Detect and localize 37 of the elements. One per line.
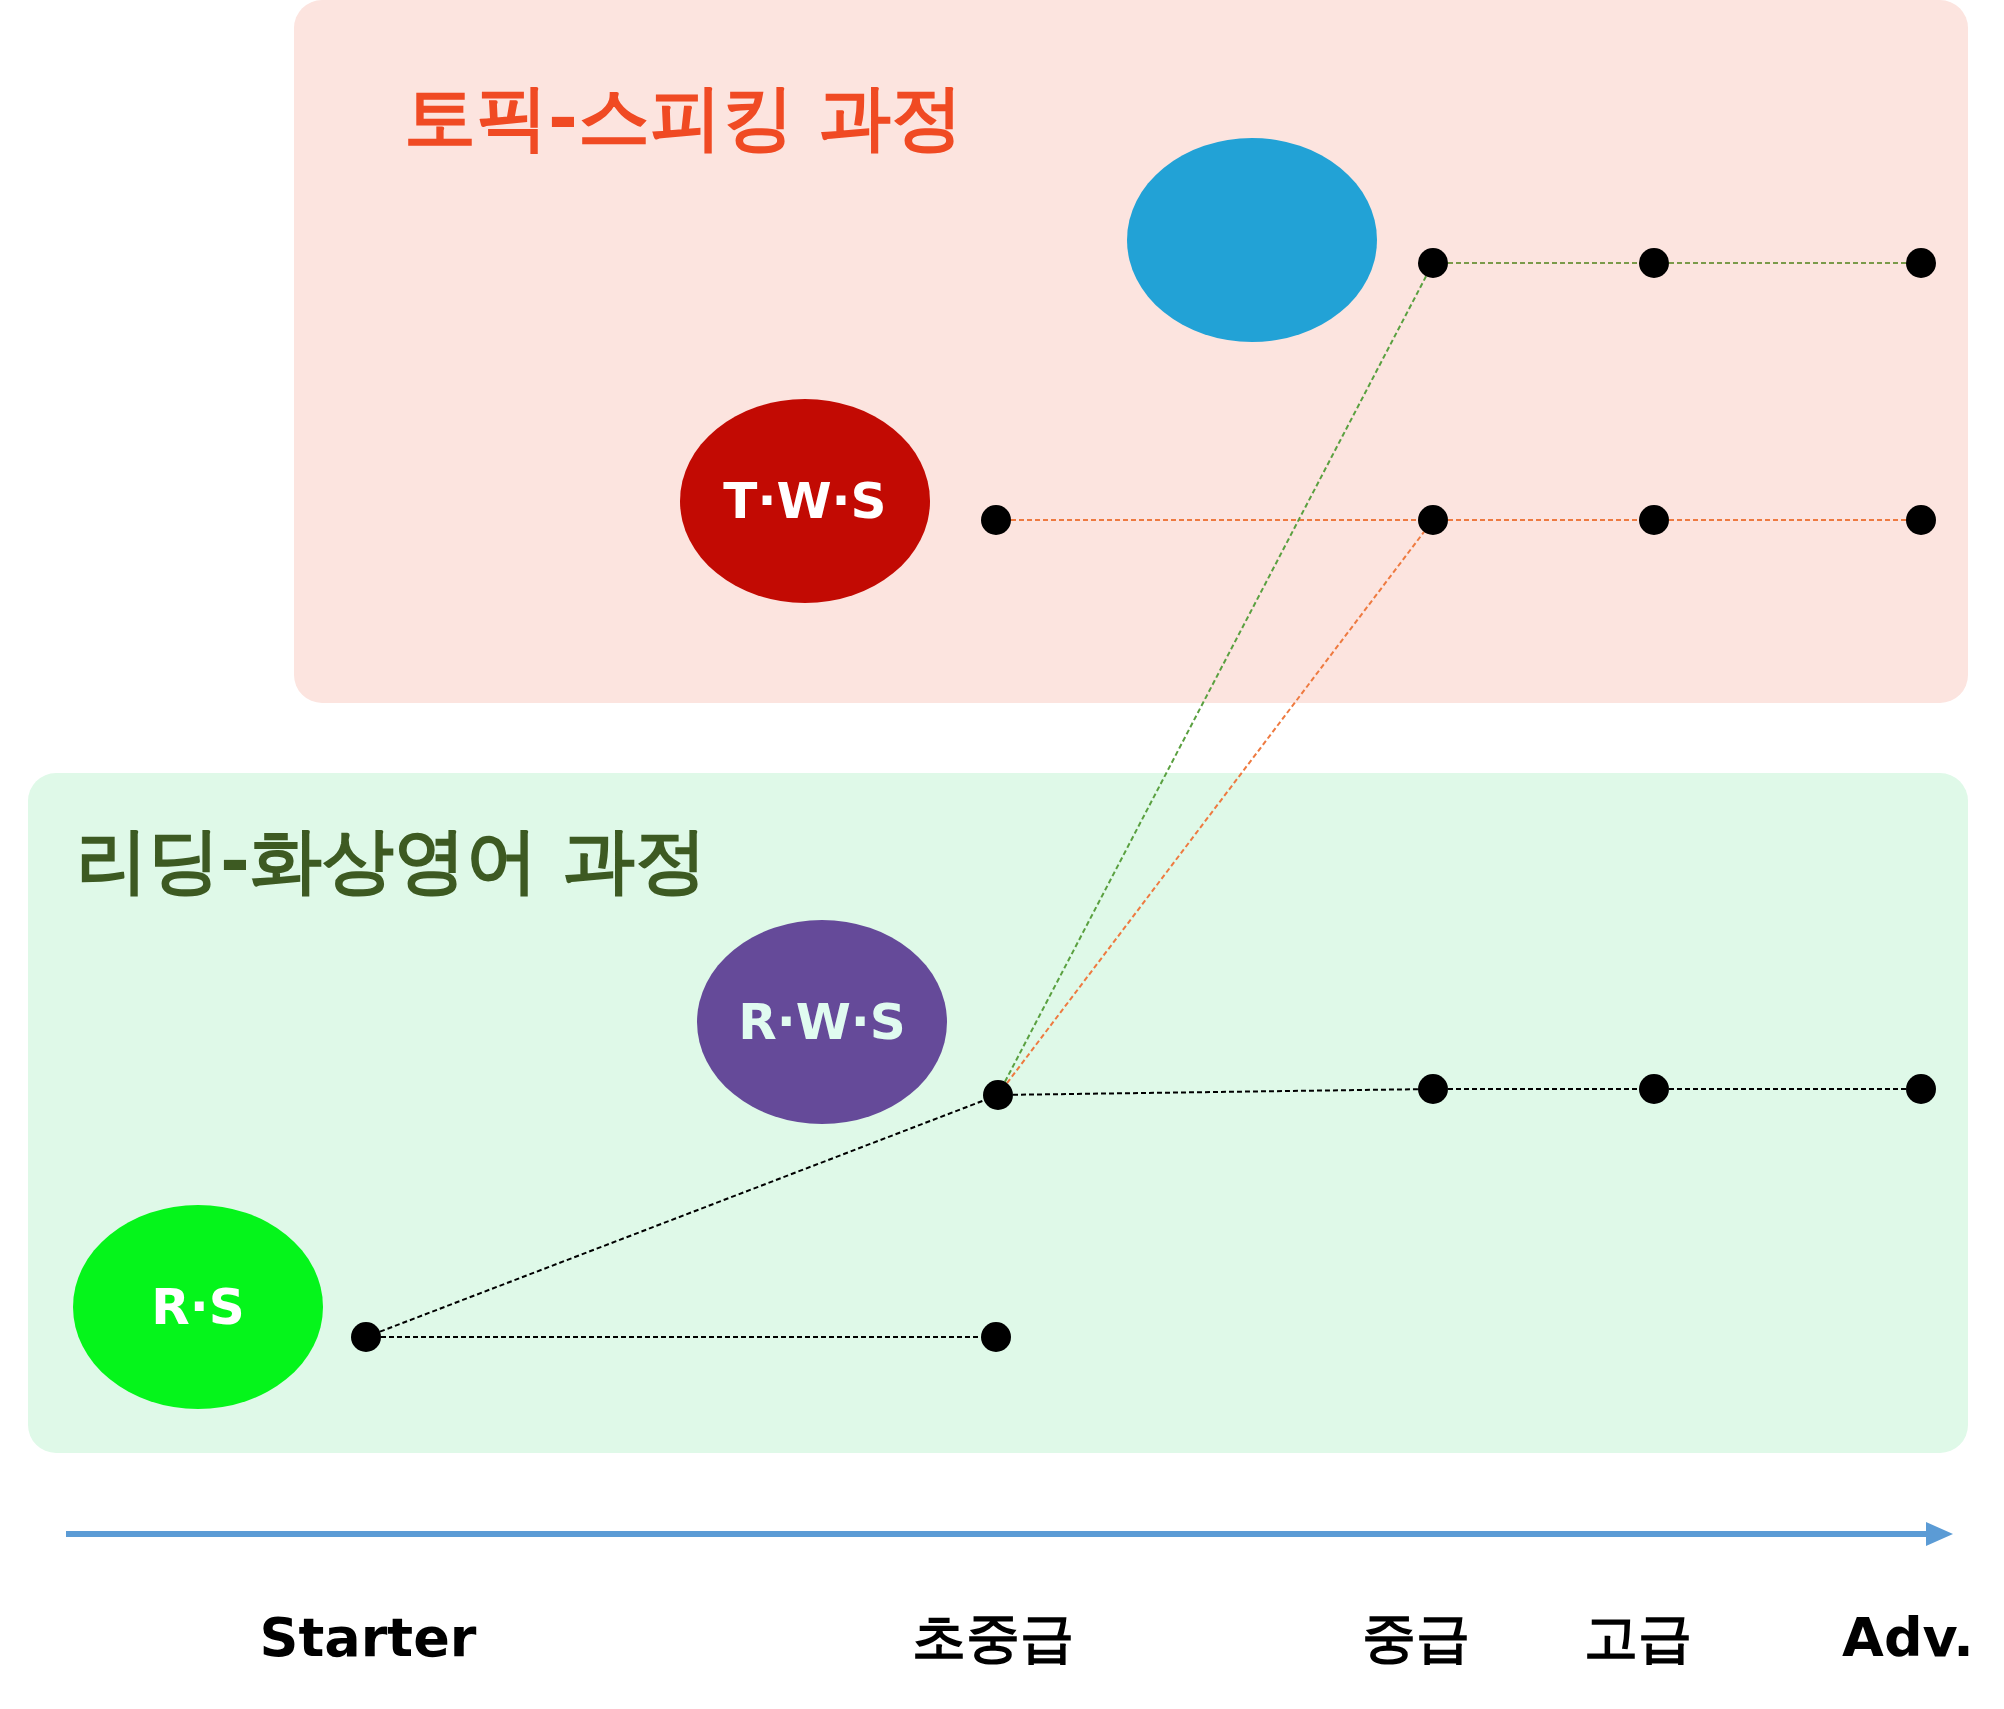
level-dot: [1418, 1074, 1448, 1104]
level-dot: [1906, 1074, 1936, 1104]
connector-line: [1010, 519, 1419, 521]
connector-line: [1012, 1088, 1419, 1096]
course-ellipse: T·W·S: [680, 399, 930, 603]
level-dot: [1639, 1074, 1669, 1104]
level-dot: [1906, 248, 1936, 278]
course-ellipse: [1127, 138, 1377, 342]
level-dot: [1418, 505, 1448, 535]
connector-line: [1668, 262, 1907, 264]
connector-line: [1668, 519, 1907, 521]
level-label: 초중급: [911, 1605, 1075, 1671]
level-dot: [1639, 505, 1669, 535]
level-label: 중급: [1361, 1605, 1471, 1671]
level-label: Starter: [258, 1605, 478, 1671]
course-ellipse: R·W·S: [697, 920, 947, 1124]
level-label: Adv.: [1841, 1605, 1975, 1671]
connector-line: [1447, 1088, 1640, 1090]
connector-line: [1006, 530, 1425, 1085]
panel-heading: 토픽-스피킹 과정: [404, 74, 963, 161]
connector-line: [1668, 1088, 1907, 1090]
level-dot: [983, 1080, 1013, 1110]
panel-heading: 리딩-화상영어 과정: [76, 817, 707, 904]
course-panel: [294, 0, 1968, 703]
level-label: 고급: [1583, 1605, 1693, 1671]
level-dot: [981, 1322, 1011, 1352]
course-ellipse: R·S: [73, 1205, 323, 1409]
connector-line: [1447, 519, 1640, 521]
course-panel: [28, 773, 1968, 1453]
connector-line: [1003, 275, 1428, 1083]
level-dot: [1639, 248, 1669, 278]
level-dot: [1418, 248, 1448, 278]
level-dot: [351, 1322, 381, 1352]
level-dot: [981, 505, 1011, 535]
connector-line: [379, 1099, 985, 1333]
level-dot: [1906, 505, 1936, 535]
connector-line: [1447, 262, 1640, 264]
